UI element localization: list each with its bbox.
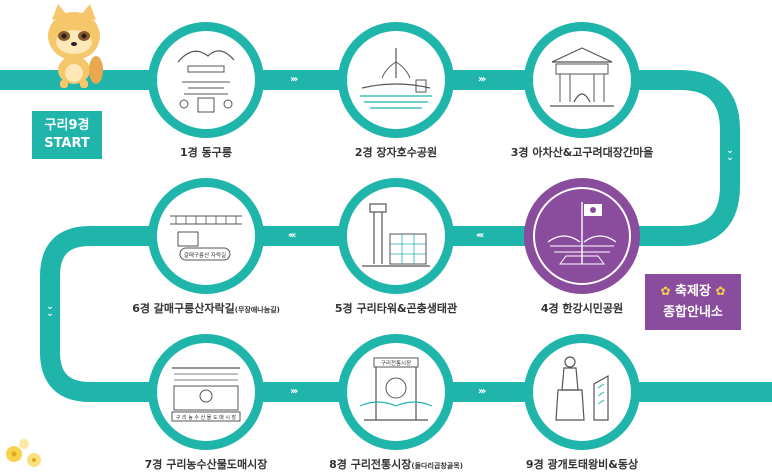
- mascot-icon: [48, 4, 103, 88]
- route-arrow-down-right: ⌄⌄: [726, 146, 734, 163]
- king-statue-icon: [555, 356, 609, 421]
- festival-info-badge: ✿ 축제장 ✿ 종합안내소: [645, 274, 741, 330]
- start-badge-subtitle: START: [44, 136, 90, 151]
- wholesale-market-icon: 구 리 농 수 산 물 도 매 시 장: [171, 367, 241, 422]
- trail-sign-text: 갈매구릉산 자락길: [184, 251, 226, 259]
- stop-5[interactable]: [338, 178, 454, 294]
- han-river-park-icon: [547, 202, 617, 265]
- flower-icon: ✿: [660, 284, 671, 298]
- stop-6[interactable]: 갈매구릉산 자락길: [148, 178, 264, 294]
- stop-8[interactable]: 구리전통시장: [338, 334, 454, 450]
- stop-7[interactable]: 구 리 농 수 산 물 도 매 시 장: [148, 334, 264, 450]
- stop-8-label: 8경 구리전통시장(돌다리곱창골목): [329, 458, 463, 471]
- route-arrow-5-6: ›››: [290, 230, 297, 241]
- fortress-village-icon: [550, 47, 614, 107]
- flower-icon: ✿: [715, 284, 726, 298]
- start-badge-title: 구리9경: [44, 118, 90, 133]
- stop-7-label: 7경 구리농수산물도매시장: [144, 458, 268, 471]
- stop-3-label: 3경 아차산&고구려대장간마을: [510, 146, 654, 159]
- route-arrow-4-5: ›››: [478, 230, 485, 241]
- stop-3[interactable]: [524, 22, 640, 138]
- route-arrow-down-left: ⌄⌄: [46, 302, 54, 319]
- stop-9-label: 9경 광개토태왕비&동상: [525, 458, 639, 471]
- stop-5-label: 5경 구리타워&곤충생태관: [334, 302, 458, 315]
- stop-9[interactable]: [524, 334, 640, 450]
- route-arrow-2-3: ›››: [478, 74, 487, 85]
- stop-6-label: 6경 갈매구릉산자락길(무장애나눔길): [132, 302, 280, 315]
- tower-icon: [362, 203, 430, 267]
- stop-2-label: 2경 장자호수공원: [354, 146, 438, 159]
- lake-park-icon: [360, 48, 432, 109]
- flower-decoration-icon: [6, 439, 41, 467]
- stop-1-label: 1경 동구릉: [180, 146, 232, 159]
- traditional-market-sign-text: 구리전통시장: [381, 359, 411, 367]
- route-arrow-7-8: ›››: [290, 386, 299, 397]
- stop-4[interactable]: [524, 178, 640, 294]
- stop-1[interactable]: [148, 22, 264, 138]
- stop-2[interactable]: [338, 22, 454, 138]
- route-arrow-8-9: ›››: [478, 386, 487, 397]
- info-badge-subtitle: 종합안내소: [663, 305, 723, 320]
- royal-tomb-icon: [177, 50, 235, 113]
- start-badge: 구리9경 START: [32, 111, 102, 159]
- stop-4-label: 4경 한강시민공원: [540, 302, 624, 315]
- traditional-market-icon: 구리전통시장: [359, 357, 433, 421]
- route-arrow-1-2: ›››: [290, 74, 299, 85]
- info-badge-title: 축제장: [675, 284, 711, 299]
- trail-icon: 갈매구릉산 자락길: [170, 215, 242, 261]
- market-sign-text: 구 리 농 수 산 물 도 매 시 장: [176, 414, 237, 421]
